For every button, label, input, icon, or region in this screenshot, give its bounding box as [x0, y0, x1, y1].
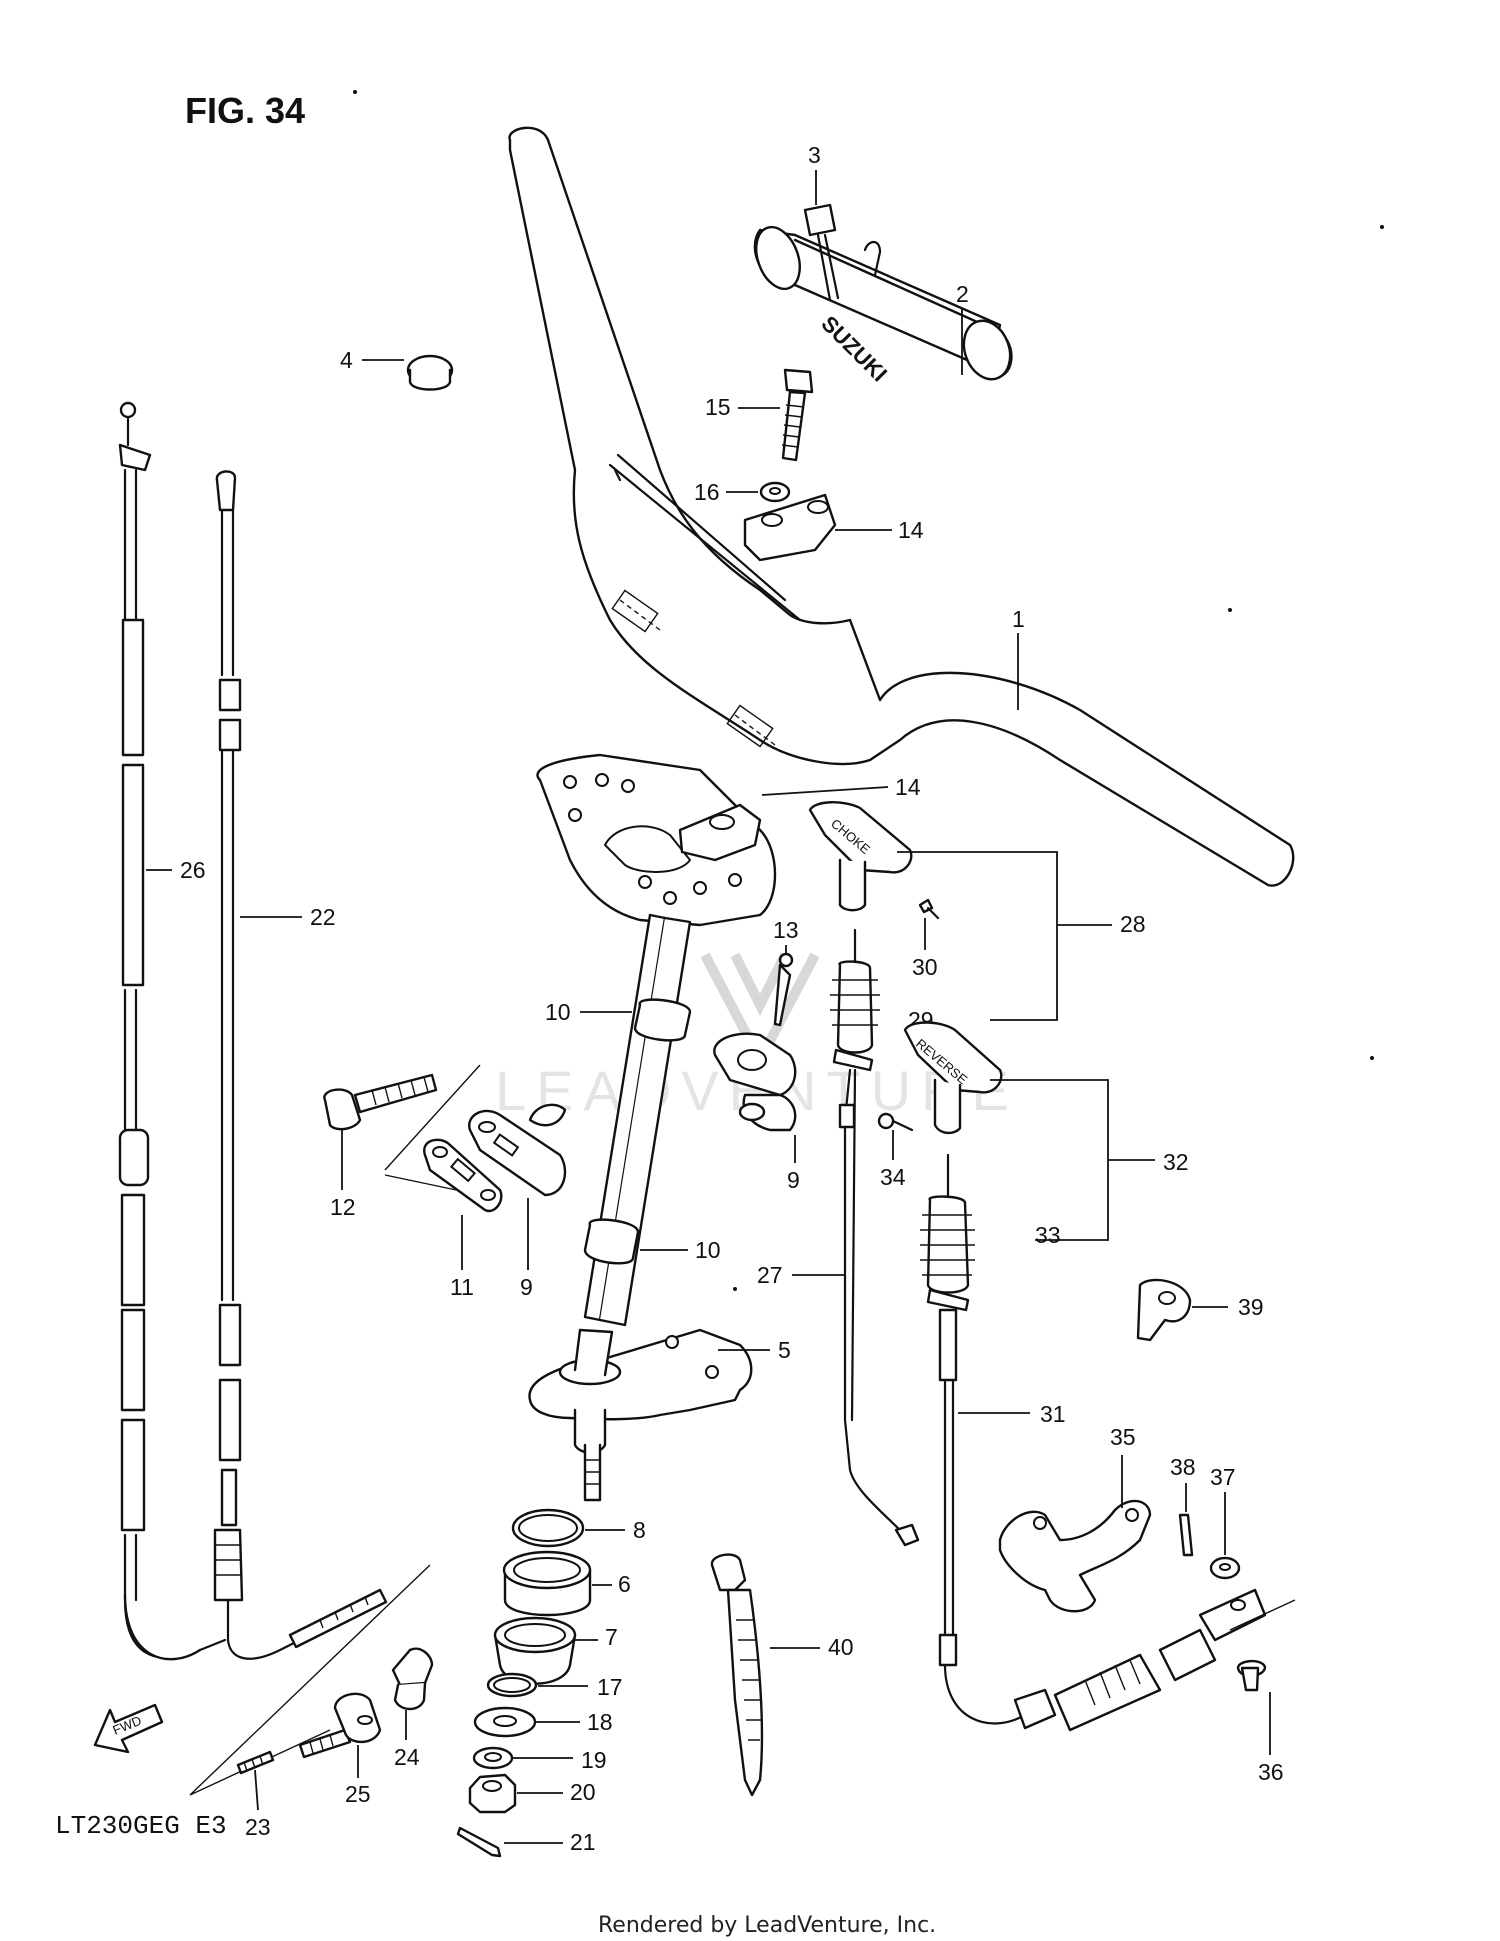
- callout-37: 37: [1210, 1464, 1236, 1490]
- clamp-9-left: [468, 1103, 567, 1197]
- callout-12: 12: [330, 1194, 356, 1220]
- fwd-arrow: FWD: [93, 1703, 164, 1754]
- cable-tie-40: [710, 1553, 764, 1797]
- callout-17: 17: [597, 1674, 623, 1700]
- bracket-35: [998, 1499, 1152, 1613]
- reverse-knob: REVERSE: [877, 1021, 1003, 1135]
- washer-19: [472, 1746, 514, 1770]
- callout-24: 24: [394, 1744, 420, 1770]
- o-ring-8: [511, 1508, 585, 1548]
- callout-34: 34: [880, 1164, 906, 1190]
- callout-7: 7: [605, 1624, 618, 1650]
- stray-dot: [1228, 608, 1232, 612]
- pin-38: [1178, 1513, 1194, 1557]
- clamp-9-right: [713, 1032, 797, 1132]
- ring-17: [486, 1672, 538, 1698]
- stray-dot: [1370, 1056, 1374, 1060]
- bearing-6: [502, 1550, 592, 1617]
- callout-13: 13: [773, 917, 799, 943]
- callout-31: 31: [1040, 1401, 1066, 1427]
- callout-2: 2: [956, 281, 969, 307]
- callout-40: 40: [828, 1634, 854, 1660]
- callout-10-upper: 10: [545, 999, 571, 1025]
- bolt-15: [781, 368, 814, 462]
- callout-15: 15: [705, 394, 731, 420]
- model-code: LT230GEG E3: [55, 1811, 227, 1841]
- callout-20: 20: [570, 1779, 596, 1805]
- bolt-12: [323, 1073, 438, 1131]
- callout-30: 30: [912, 954, 938, 980]
- holder-14-upper: [743, 493, 837, 562]
- callout-25: 25: [345, 1781, 371, 1807]
- choke-cable-29-27: [830, 928, 920, 1547]
- callout-5: 5: [778, 1337, 791, 1363]
- callout-33: 33: [1035, 1222, 1061, 1248]
- callout-27: 27: [757, 1262, 783, 1288]
- callout-3: 3: [808, 142, 821, 168]
- handlebar: [508, 126, 1295, 887]
- callout-22: 22: [310, 904, 336, 930]
- callout-23: 23: [245, 1814, 271, 1840]
- stray-dot: [1380, 225, 1384, 229]
- callout-11: 11: [450, 1274, 474, 1300]
- reverse-cable-33-31: [920, 1153, 1267, 1732]
- callout-32: 32: [1163, 1149, 1189, 1175]
- stray-dot: [733, 1287, 737, 1291]
- callout-10-lower: 10: [695, 1237, 721, 1263]
- handlebar-pad: SUZUKI: [753, 225, 1013, 386]
- washer-18: [473, 1706, 537, 1738]
- footer-credit: Rendered by LeadVenture, Inc.: [598, 1913, 936, 1938]
- callout-18: 18: [587, 1709, 613, 1735]
- callout-8: 8: [633, 1517, 646, 1543]
- callout-14-lower: 14: [895, 774, 921, 800]
- callout-14-upper: 14: [898, 517, 924, 543]
- callout-1: 1: [1012, 606, 1025, 632]
- bolt-36: [1229, 1599, 1296, 1692]
- cable-26: [118, 401, 202, 1661]
- callout-16: 16: [694, 479, 720, 505]
- stray-dot: [353, 90, 357, 94]
- plate-11: [423, 1138, 503, 1213]
- figure-title: FIG. 34: [185, 90, 305, 131]
- nut-20: [468, 1773, 517, 1814]
- callout-21: 21: [570, 1829, 596, 1855]
- callout-19: 19: [581, 1747, 607, 1773]
- handlebar-cap: [406, 354, 454, 391]
- cable-22: [198, 470, 388, 1660]
- callout-28: 28: [1120, 911, 1146, 937]
- callout-35: 35: [1110, 1424, 1136, 1450]
- callout-36: 36: [1258, 1759, 1284, 1785]
- callout-9-left: 9: [520, 1274, 533, 1300]
- cotter-pin-21: [456, 1826, 502, 1858]
- washer-16: [759, 481, 791, 503]
- choke-knob: CHOKE: [808, 801, 940, 920]
- spring-23-pin-25-nut-24: [189, 1564, 434, 1796]
- callout-6: 6: [618, 1571, 631, 1597]
- callout-38: 38: [1170, 1454, 1196, 1480]
- callout-4: 4: [340, 347, 353, 373]
- steering-shaft: [528, 753, 777, 1502]
- callout-26: 26: [180, 857, 206, 883]
- seal-7: [493, 1616, 577, 1685]
- clip-39: [1136, 1278, 1192, 1342]
- callout-39: 39: [1238, 1294, 1264, 1320]
- strap: [803, 203, 840, 302]
- callout-9-right: 9: [787, 1167, 800, 1193]
- washer-37: [1209, 1556, 1241, 1580]
